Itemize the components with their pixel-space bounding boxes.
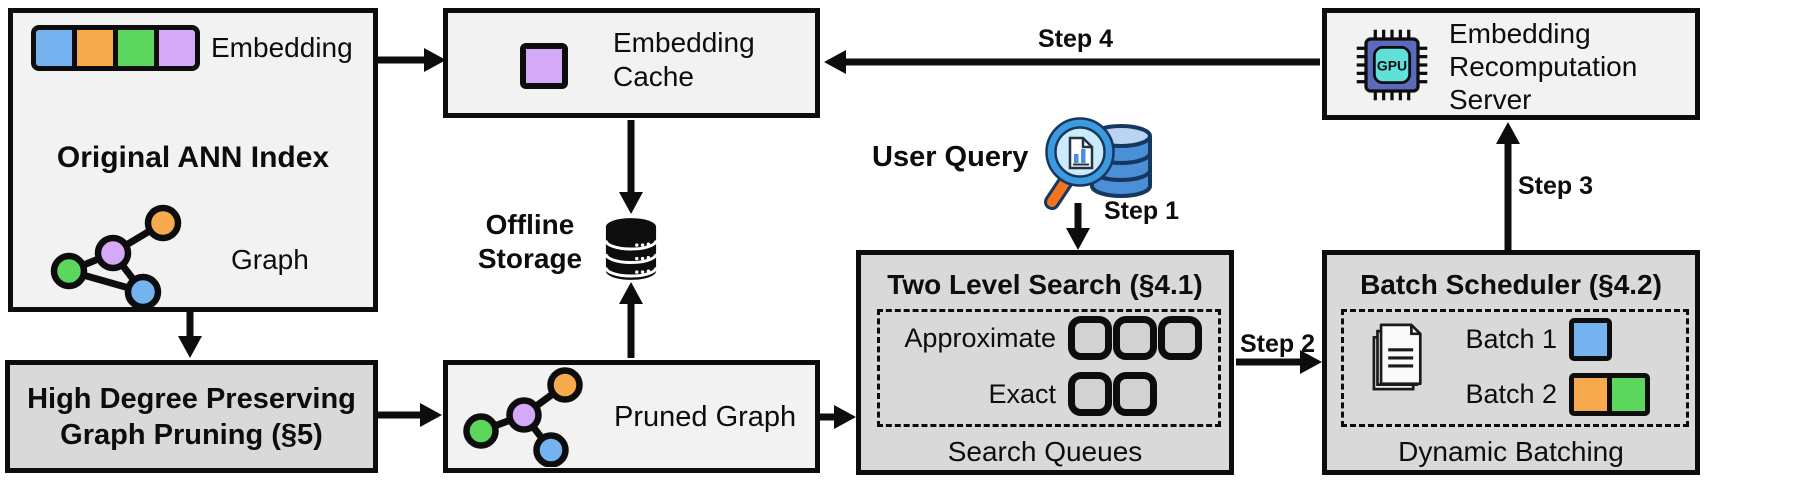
batch-cell-blue (1574, 323, 1607, 356)
pruned-graph-icon (463, 367, 583, 467)
pruned-graph-label: Pruned Graph (614, 401, 797, 433)
recomputation-server-label: Embedding Recomputation Server (1449, 18, 1638, 115)
batch-2-embeddings (1569, 373, 1650, 416)
embedding-label: Embedding (211, 32, 353, 63)
search-queues-dashed-region (877, 309, 1221, 427)
exact-queue-row: Exact (883, 372, 1157, 416)
recomputation-server-box: GPU Embedding Recomputation Server (1322, 8, 1700, 120)
batch-2-label: Batch 2 (1465, 379, 1557, 409)
batch-1-embeddings (1569, 318, 1612, 361)
gpu-chip-icon: GPU (1356, 29, 1428, 101)
arrow-pruning-to-pruned (378, 403, 442, 427)
two-level-search-box: Two Level Search (§4.1) Approximate Exac… (856, 250, 1234, 475)
graph-pruning-box: High Degree Preserving Graph Pruning (§5… (5, 360, 378, 473)
embedding-cache-label: Embedding Cache (613, 27, 755, 92)
batch-scheduler-title: Batch Scheduler (§4.2) (1360, 269, 1662, 300)
two-level-search-title: Two Level Search (§4.1) (887, 269, 1203, 300)
graph-pruning-title: High Degree Preserving Graph Pruning (§5… (27, 382, 356, 451)
embedding-cell-green (118, 30, 154, 66)
arrow-pruned-to-storage (619, 282, 643, 358)
documents-icon (1372, 323, 1422, 391)
embedding-cell-orange (77, 30, 113, 66)
approximate-queues (1068, 316, 1202, 360)
batch-scheduler-box: Batch Scheduler (§4.2) Batch 1 Batch 2 (1322, 250, 1700, 475)
embedding-vector-icon (31, 25, 200, 71)
embedding-cache-box: Embedding Cache (443, 8, 820, 118)
dynamic-batching-dashed-region (1341, 309, 1689, 427)
step-4-label: Step 4 (1038, 25, 1114, 53)
graph-icon (50, 204, 182, 311)
step-2-label: Step 2 (1240, 330, 1316, 358)
step-1-label: Step 1 (1104, 197, 1180, 225)
user-query-icon (1044, 117, 1152, 210)
original-ann-index-title: Original ANN Index (56, 141, 330, 174)
approximate-queue-row: Approximate (883, 316, 1202, 360)
step-3-label: Step 3 (1518, 172, 1594, 200)
batch-cell-orange (1574, 378, 1607, 411)
embedding-cell-blue (36, 30, 72, 66)
gpu-chip-label: GPU (1377, 58, 1407, 74)
pruned-graph-box: Pruned Graph (443, 360, 820, 473)
embedding-cell-purple (159, 30, 195, 66)
offline-storage-database-icon (604, 218, 658, 280)
approximate-label: Approximate (904, 322, 1056, 353)
exact-label: Exact (988, 378, 1056, 409)
arrow-cache-to-storage (619, 120, 643, 214)
batch-2-row: Batch 2 (1451, 373, 1650, 416)
queue-slot (1113, 316, 1157, 360)
arrow-step3-scheduler-to-server (1496, 122, 1520, 250)
graph-label: Graph (231, 244, 309, 275)
batch-1-label: Batch 1 (1465, 324, 1557, 354)
arrow-index-to-cache (378, 48, 446, 72)
dynamic-batching-caption: Dynamic Batching (1398, 436, 1624, 467)
user-query-label: User Query (872, 141, 1029, 173)
arrow-pruned-to-search (818, 405, 856, 429)
exact-queues (1068, 372, 1157, 416)
queue-slot (1068, 316, 1112, 360)
queue-slot (1158, 316, 1202, 360)
batch-1-row: Batch 1 (1451, 318, 1612, 361)
batch-cell-green (1612, 378, 1645, 411)
offline-storage-label: Offline Storage (477, 209, 583, 274)
cached-embedding-icon (520, 43, 568, 89)
arrow-index-to-pruning (178, 312, 202, 358)
original-ann-index-box: Embedding Original ANN Index Graph (8, 8, 378, 312)
search-queues-caption: Search Queues (947, 436, 1143, 467)
queue-slot (1113, 372, 1157, 416)
queue-slot (1068, 372, 1112, 416)
